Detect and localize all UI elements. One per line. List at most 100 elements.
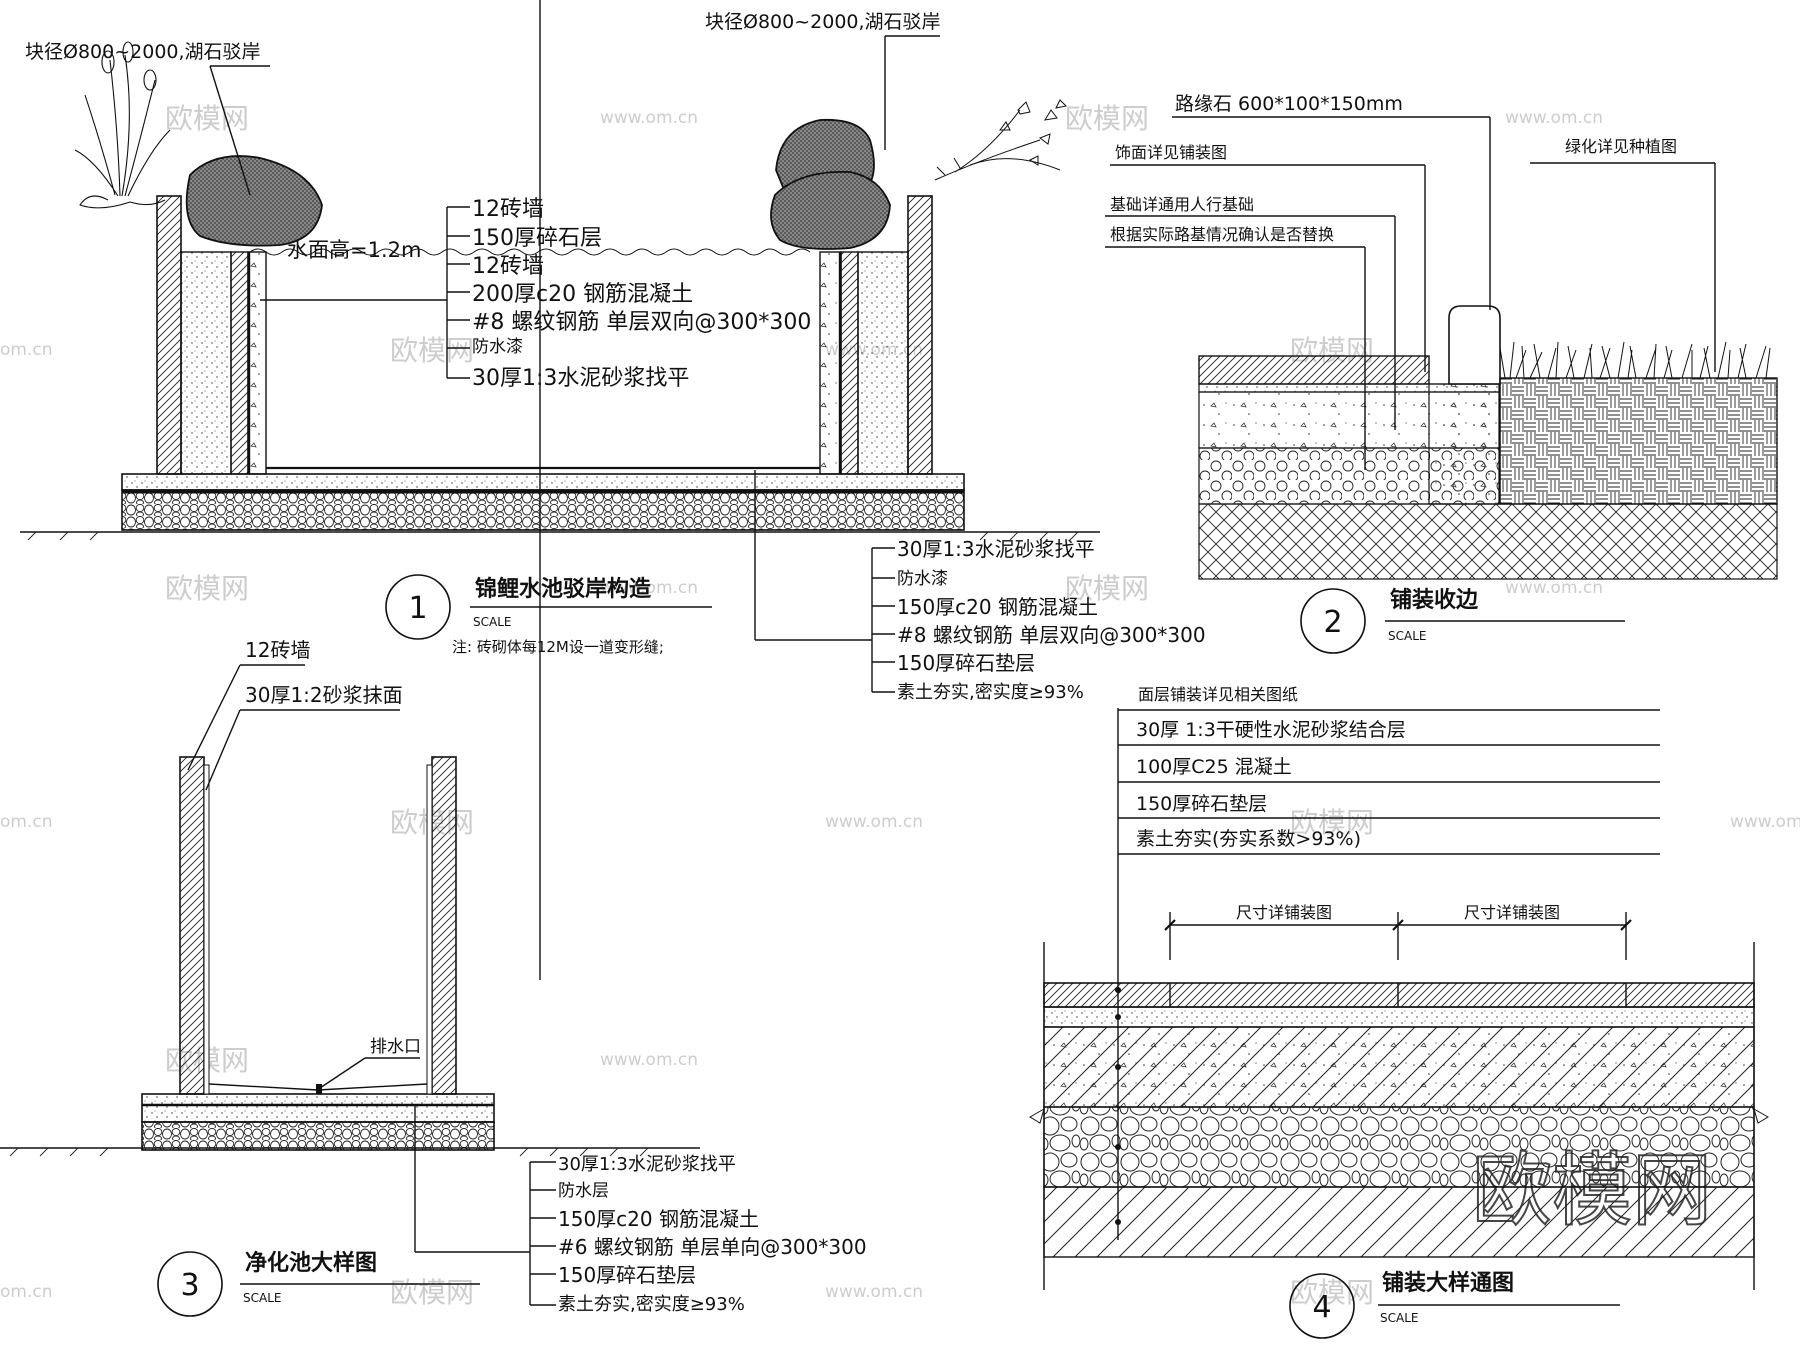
watermark-url-short: om.cn [0, 1282, 53, 1302]
dimension-label: 尺寸详铺装图 [1464, 903, 1560, 922]
detail-title: 锦鲤水池驳岸构造 [475, 576, 651, 602]
watermark-brand: 欧模网 [1290, 806, 1374, 839]
watermark-url: www.om.cn [600, 108, 698, 128]
detail-number: 1 [408, 591, 427, 626]
base-layer-label: #8 螺纹钢筋 单层双向@300*300 [897, 623, 1206, 647]
watermark-brand: 欧模网 [390, 1276, 474, 1309]
left-plant-icon [74, 41, 171, 209]
detail-number-circle [157, 1251, 223, 1317]
detail-4-paving-typical: 面层铺装详见相关图纸 30厚 1:3干硬性水泥砂浆结合层 100厚C25 混凝土… [1029, 685, 1769, 1339]
leader-dots [1115, 987, 1121, 1225]
detail-scale: SCALE [473, 615, 511, 629]
wall-layer-label: #8 螺纹钢筋 单层双向@300*300 [472, 310, 811, 335]
base-layer-label: 素土夯实,密实度≥93% [558, 1294, 745, 1315]
right-rc-wall [819, 251, 842, 475]
right-brick-wall-outer [907, 195, 933, 475]
base-layer-label: 防水漆 [897, 569, 948, 589]
top-layer-leader [187, 664, 241, 771]
watermark-url: www.om.cn [1730, 812, 1800, 832]
mortar-bed [1043, 1006, 1755, 1028]
base-layer-label: 防水层 [558, 1181, 609, 1201]
base-slab [141, 1093, 495, 1123]
detail-2-paving-edge: 路缘石 600*100*150mm 饰面详见铺装图 绿化详见种植图 基础详通用人… [1105, 93, 1778, 654]
paving-surface [1198, 355, 1430, 385]
watermark-url: www.om.cn [825, 812, 923, 832]
detail-scale: SCALE [1380, 1311, 1418, 1325]
watermark-brand: 欧模网 [1065, 102, 1149, 135]
watermark-brand: 欧模网 [390, 334, 474, 367]
planting-soil [1499, 377, 1778, 505]
watermark-url-short: om.cn [0, 812, 53, 832]
surface-paving [1043, 982, 1755, 1008]
water-surface [249, 248, 811, 256]
layer-label: 面层铺装详见相关图纸 [1138, 685, 1298, 704]
curb-base [1428, 383, 1501, 505]
left-render [203, 764, 210, 1095]
dimension-label: 尺寸详铺装图 [1236, 903, 1332, 922]
left-rc-wall [247, 251, 267, 475]
base-gravel [141, 1121, 495, 1151]
rock-note-left-leader [209, 65, 251, 196]
watermark-url: www.om.cn [1505, 578, 1603, 598]
watermark-brand: 欧模网 [165, 102, 249, 135]
grass-icon [1499, 341, 1771, 379]
detail-note: 注: 砖砌体每12M设一道变形缝; [452, 638, 664, 656]
watermark-url: www.om.cn [1505, 108, 1603, 128]
drain-leader [319, 1057, 366, 1089]
curb-label: 路缘石 600*100*150mm [1175, 93, 1403, 115]
detail-number: 4 [1312, 1290, 1331, 1325]
base-gravel [121, 489, 965, 531]
base-layer-label: 150厚碎石垫层 [558, 1263, 696, 1287]
rock-note-right: 块径Ø800~2000,湖石驳岸 [705, 11, 941, 33]
right-gravel-layer [857, 251, 909, 475]
curb-stone [1448, 305, 1501, 385]
planting-label: 绿化详见种植图 [1565, 137, 1677, 156]
wall-layer-label: 200厚c20 钢筋混凝土 [472, 282, 693, 307]
detail-3-purification-pond: 12砖墙 30厚1:2砂浆抹面 排水口 30厚1:3水泥砂浆找平 防水层 150… [0, 638, 867, 1317]
base-layer-label: 素土夯实,密实度≥93% [897, 682, 1084, 703]
compacted-soil [1198, 503, 1778, 580]
right-wall [431, 756, 457, 1095]
detail-scale: SCALE [1388, 629, 1426, 643]
watermark-brand: 欧模网 [1290, 1276, 1374, 1309]
left-lake-rock [185, 155, 323, 247]
base-layer-label: 150厚碎石垫层 [897, 651, 1035, 675]
rock-note-left: 块径Ø800~2000,湖石驳岸 [25, 41, 261, 63]
base-layer-label: 150厚c20 钢筋混凝土 [558, 1207, 759, 1231]
base-layer-label: 150厚c20 钢筋混凝土 [897, 595, 1098, 619]
wall-layer-label: 12砖墙 [472, 254, 544, 279]
wall-layer-label: 150厚碎石层 [472, 226, 602, 251]
break-lines [1029, 1107, 1769, 1124]
wall-layer-label: 防水漆 [472, 337, 523, 357]
layer-label: 150厚碎石垫层 [1136, 793, 1267, 815]
detail-title: 铺装收边 [1390, 587, 1479, 613]
base-layer-labels: 30厚1:3水泥砂浆找平 防水漆 150厚c20 钢筋混凝土 #8 螺纹钢筋 单… [872, 537, 1206, 703]
compacted-soil [1043, 1186, 1755, 1258]
base-label-2: 根据实际路基情况确认是否替换 [1110, 225, 1334, 244]
right-render [426, 764, 433, 1095]
layer-label: 100厚C25 混凝土 [1136, 756, 1292, 778]
watermark-url: www.om.cn [825, 1282, 923, 1302]
wall-layer-label: 30厚1:3水泥砂浆找平 [472, 366, 689, 391]
detail-scale: SCALE [243, 1291, 281, 1305]
detail-1-koi-pond: 12砖墙 150厚碎石层 12砖墙 200厚c20 钢筋混凝土 #8 螺纹钢筋 … [20, 0, 1206, 980]
right-lake-rock [770, 170, 891, 250]
right-shrub-icon [934, 99, 1068, 181]
watermark-url: www.om.cn [600, 1050, 698, 1070]
ground-ticks [27, 531, 1079, 541]
watermark-url: www.om.cn [600, 578, 698, 598]
base-layer-labels: 30厚1:3水泥砂浆找平 防水层 150厚c20 钢筋混凝土 #6 螺纹钢筋 单… [530, 1154, 867, 1315]
gravel-layer [1043, 1106, 1755, 1188]
detail-title: 铺装大样通图 [1382, 1270, 1514, 1296]
watermark-url-short: om.cn [0, 340, 53, 360]
layer-label: 素土夯实(夯实系数>93%) [1136, 828, 1361, 850]
water-level-label: 水面高=1.2m [287, 238, 421, 262]
drain-label: 排水口 [370, 1037, 421, 1057]
detail-number-circle [1289, 1273, 1355, 1339]
right-brick-wall-inner [840, 251, 859, 475]
wall-layer-labels: 12砖墙 150厚碎石层 12砖墙 200厚c20 钢筋混凝土 #8 螺纹钢筋 … [447, 197, 811, 391]
base-label-1: 基础详通用人行基础 [1110, 195, 1254, 214]
left-brick-wall-outer [156, 195, 182, 475]
detail-number: 3 [180, 1268, 199, 1303]
